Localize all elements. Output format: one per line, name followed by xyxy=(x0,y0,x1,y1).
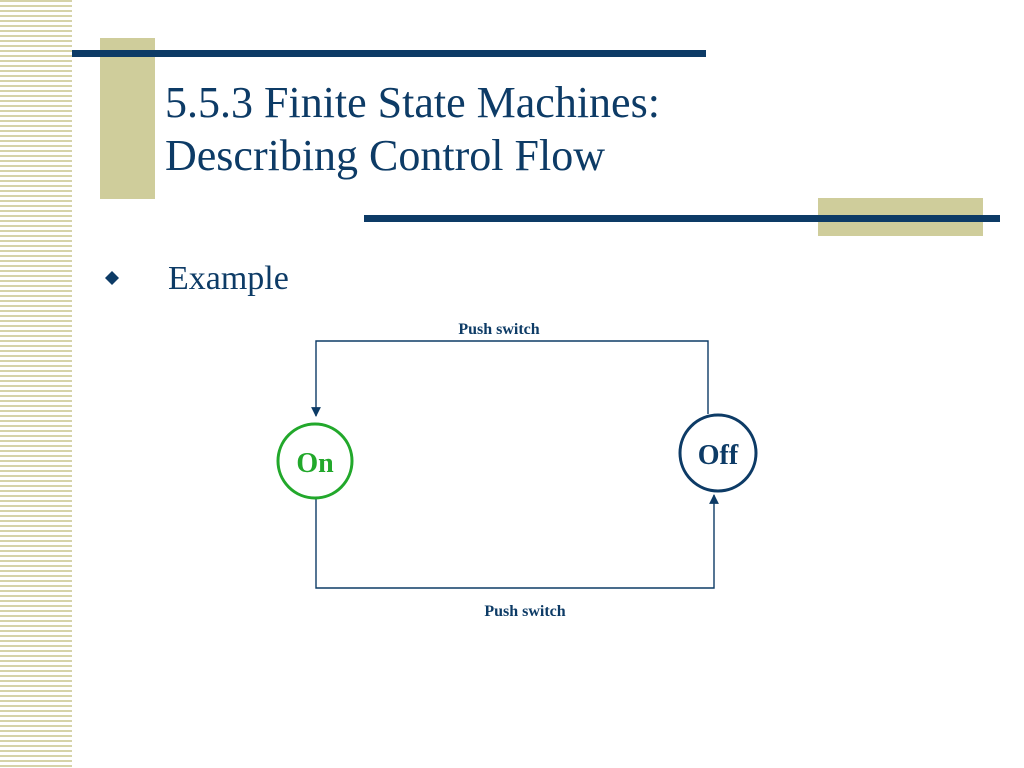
slide-title: 5.5.3 Finite State Machines: Describing … xyxy=(165,76,865,182)
state-on-label: On xyxy=(296,448,334,479)
diamond-bullet-icon xyxy=(105,271,119,285)
title-rule-top xyxy=(72,50,706,57)
state-off-label: Off xyxy=(698,440,739,471)
transition-top-label: Push switch xyxy=(458,321,539,338)
transition-bottom-path xyxy=(315,494,719,589)
state-on-node xyxy=(276,422,354,500)
decorative-tan-block-top xyxy=(100,38,155,199)
bullet-text: Example xyxy=(168,260,289,297)
transition-top-path xyxy=(311,340,709,417)
title-line-1: 5.5.3 Finite State Machines: xyxy=(165,78,660,127)
decorative-stripe-band xyxy=(0,0,72,768)
transition-bottom-label: Push switch xyxy=(484,603,565,620)
title-line-2: Describing Control Flow xyxy=(165,131,605,180)
state-off-node xyxy=(678,413,758,493)
title-rule-bottom xyxy=(364,215,1000,222)
